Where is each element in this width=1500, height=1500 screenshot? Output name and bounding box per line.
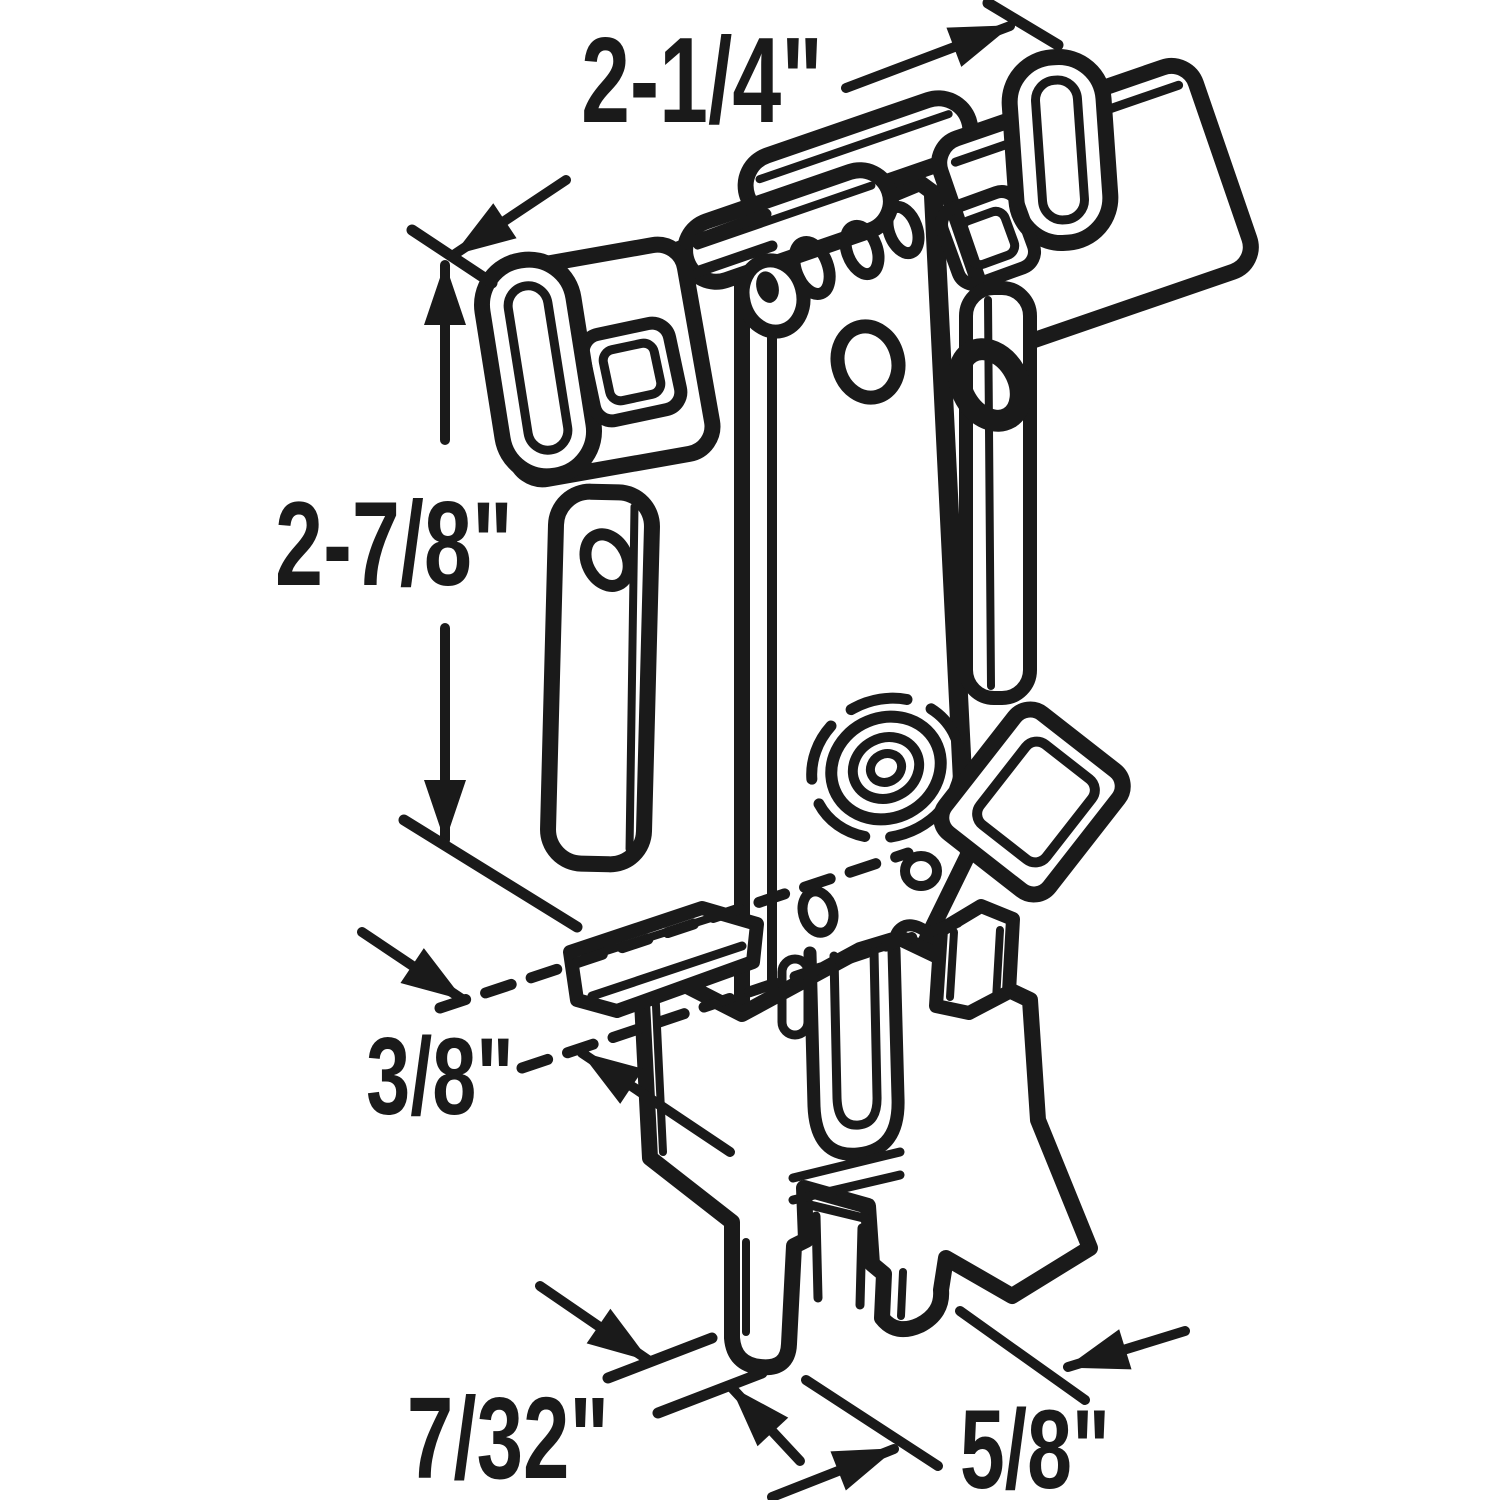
narrow-slot: [777, 954, 813, 1040]
hanging-strip-right: [948, 281, 1037, 705]
dimension-labels: 2-1/4" 2-7/8" 3/8" 7/32" 5/8": [275, 12, 1110, 1500]
teardrop-cutout: [788, 236, 836, 300]
dim-foot-gap: [535, 1281, 805, 1466]
dim-tick: [406, 224, 498, 289]
dim-tick: [398, 814, 583, 933]
dim-track-offset-label: 3/8": [366, 1015, 514, 1138]
hidden-edge-dashed-line-1: [434, 847, 914, 1014]
teardrop-cutout: [881, 200, 925, 260]
dim-foot-gap-arrow-lower: [727, 1383, 805, 1466]
dim-top-width-label: 2-1/4": [581, 12, 823, 149]
dim-side-height-label: 2-7/8": [275, 477, 513, 611]
dim-ext-line: [801, 1375, 943, 1471]
left-bracket-hole: [576, 316, 688, 428]
dim-foot-gap-arrow-upper: [535, 1281, 653, 1365]
dim-track-offset-arrow-lower: [577, 1048, 735, 1157]
dim-tick: [982, 0, 1064, 51]
right-hook-bracket: [931, 48, 1259, 353]
plate-hole: [830, 319, 906, 405]
dim-tick: [602, 1332, 718, 1384]
left-hook-bracket: [474, 236, 721, 488]
latch-tab: [933, 701, 1131, 903]
u-slot: [803, 943, 905, 1161]
dim-base-width-arrow-right: [1063, 1326, 1190, 1372]
dim-top-width-arrow-left: [450, 175, 571, 259]
dim-ext-line: [955, 1306, 1090, 1405]
housing-body: [632, 930, 1098, 1376]
dim-foot-gap-label: 7/32": [407, 1375, 609, 1500]
dim-track-offset: [357, 927, 735, 1157]
right-bracket-hole: [935, 185, 1041, 291]
roller-wheel: [806, 692, 966, 844]
pivot-knob: [948, 338, 1032, 432]
dim-top-width: [406, 0, 1064, 289]
mounting-strip-left: [540, 483, 660, 873]
dim-track-offset-arrow-upper: [357, 927, 467, 1004]
dim-base-width-arrow-left: [767, 1444, 899, 1500]
teardrop-cutout: [839, 219, 885, 281]
roller-hub: [865, 749, 907, 787]
dim-side-height: [398, 260, 583, 933]
dim-tick: [652, 1367, 768, 1419]
foot-bracket: [929, 899, 1020, 1020]
dimension-annotations: [357, 0, 1190, 1500]
dim-base-width-label: 5/8": [960, 1387, 1110, 1500]
strip-hole: [579, 528, 635, 592]
small-hole: [797, 886, 839, 938]
hidden-edge-dashed-line-2: [516, 916, 964, 1074]
dim-base-width: [767, 1306, 1190, 1500]
part-drawing: [434, 48, 1259, 1376]
small-hole: [900, 851, 942, 891]
dim-top-width-arrow-right: [841, 21, 1015, 93]
